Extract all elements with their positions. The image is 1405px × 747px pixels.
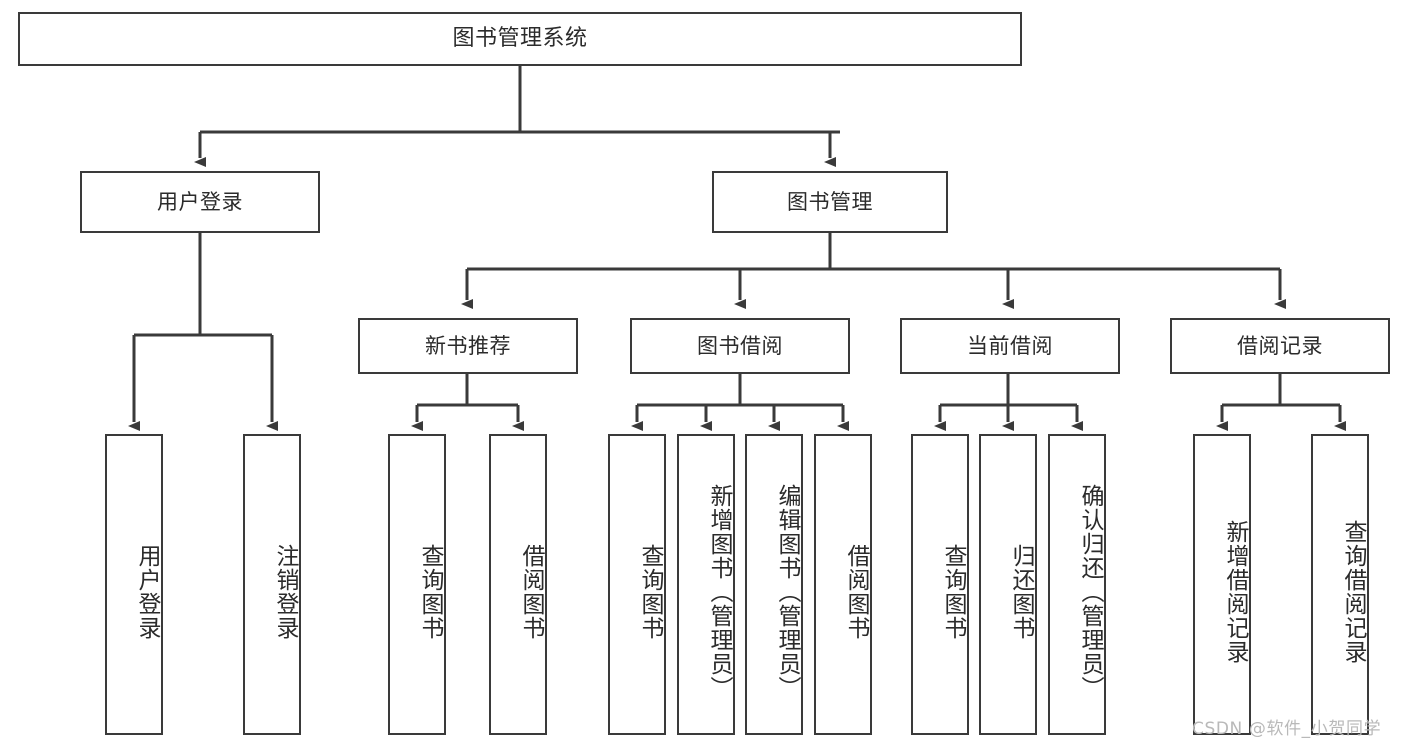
node-current-borrow[interactable]: 当前借阅 — [900, 318, 1120, 374]
leaf-record-query[interactable]: 查询借阅记录 — [1311, 434, 1369, 735]
leaf-current-query-book[interactable]: 查询图书 — [911, 434, 969, 735]
node-book-management[interactable]: 图书管理 — [712, 171, 948, 233]
node-user-login[interactable]: 用户登录 — [80, 171, 320, 233]
leaf-current-return-book[interactable]: 归还图书 — [979, 434, 1037, 735]
leaf-borrow-add-book[interactable]: 新增图书（管理员） — [677, 434, 735, 735]
leaf-borrow-borrow-book[interactable]: 借阅图书 — [814, 434, 872, 735]
node-borrow-record[interactable]: 借阅记录 — [1170, 318, 1390, 374]
csdn-watermark: CSDN @软件_小贺同学 — [1192, 719, 1382, 739]
leaf-new-book-query[interactable]: 查询图书 — [388, 434, 446, 735]
leaf-user-login[interactable]: 用户登录 — [105, 434, 163, 735]
leaf-borrow-query-book[interactable]: 查询图书 — [608, 434, 666, 735]
leaf-borrow-edit-book[interactable]: 编辑图书（管理员） — [745, 434, 803, 735]
leaf-new-book-borrow[interactable]: 借阅图书 — [489, 434, 547, 735]
node-book-borrow[interactable]: 图书借阅 — [630, 318, 850, 374]
node-root-system[interactable]: 图书管理系统 — [18, 12, 1022, 66]
leaf-logout[interactable]: 注销登录 — [243, 434, 301, 735]
node-new-book-recommend[interactable]: 新书推荐 — [358, 318, 578, 374]
leaf-current-confirm-return[interactable]: 确认归还（管理员） — [1048, 434, 1106, 735]
leaf-record-add[interactable]: 新增借阅记录 — [1193, 434, 1251, 735]
